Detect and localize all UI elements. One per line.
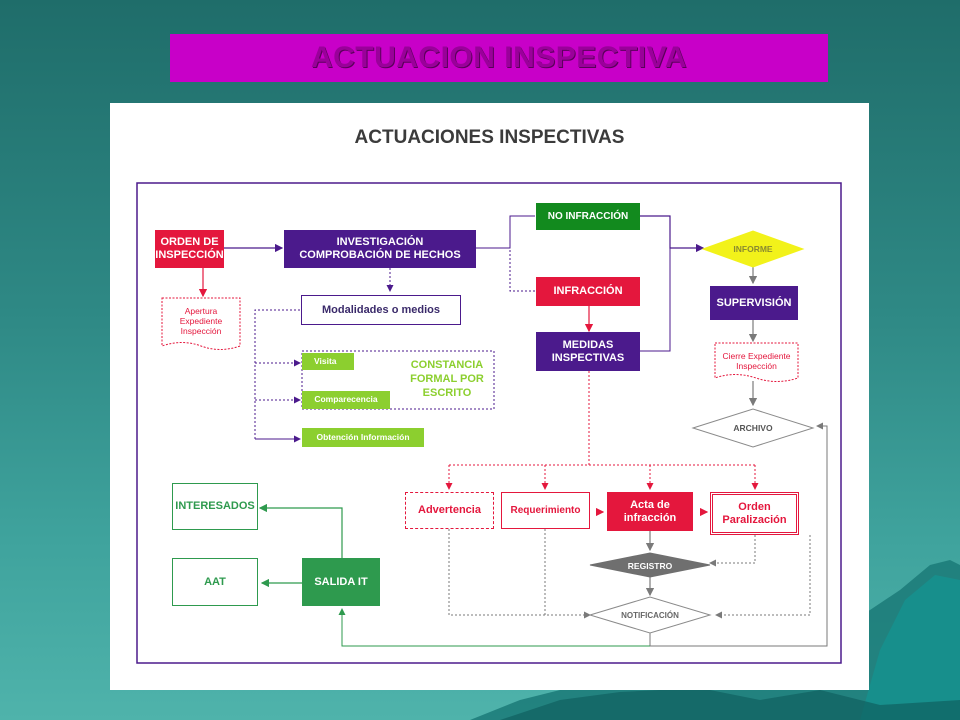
diagram-connectors bbox=[136, 182, 842, 664]
orden-inspeccion-line1: ORDEN DE bbox=[160, 236, 219, 249]
cierre-doc: Cierre Expediente Inspección bbox=[715, 351, 798, 371]
apertura-line2: Expediente bbox=[179, 316, 223, 327]
apertura-line1: Apertura bbox=[184, 306, 218, 316]
advertencia-box: Advertencia bbox=[405, 492, 494, 529]
cierre-line2: Inspección bbox=[736, 361, 777, 372]
visita-label: Visita bbox=[314, 355, 337, 366]
constancia-text: CONSTANCIA FORMAL POR ESCRITO bbox=[402, 359, 492, 400]
aat-box: AAT bbox=[172, 558, 258, 606]
comparecencia-label: Comparecencia bbox=[314, 394, 378, 405]
orden-inspeccion-line2: INSPECCIÓN bbox=[155, 249, 224, 261]
informe-label: INFORME bbox=[733, 244, 773, 254]
supervision-label: SUPERVISIÓN bbox=[716, 296, 792, 309]
apertura-line3: Inspección bbox=[180, 326, 222, 337]
cierre-line1: Cierre Expediente bbox=[722, 351, 791, 361]
constancia-line2: FORMAL POR bbox=[410, 372, 484, 385]
obtencion-box: Obtención Información bbox=[302, 428, 424, 447]
infraccion-box: INFRACCIÓN bbox=[536, 277, 640, 306]
apertura-doc: Apertura Expediente Inspección bbox=[162, 306, 240, 337]
medidas-line1: MEDIDAS bbox=[562, 338, 614, 351]
diagram-heading: ACTUACIONES INSPECTIVAS bbox=[354, 127, 625, 148]
orden-paralizacion-line1: Orden bbox=[738, 500, 771, 513]
acta-line2: infracción bbox=[623, 511, 677, 524]
advertencia-label: Advertencia bbox=[418, 504, 481, 517]
requerimiento-box: Requerimiento bbox=[501, 492, 590, 529]
investigacion-line2: COMPROBACIÓN DE HECHOS bbox=[299, 249, 461, 261]
interesados-box: INTERESADOS bbox=[172, 483, 258, 530]
supervision-box: SUPERVISIÓN bbox=[710, 286, 798, 320]
investigacion-line1: INVESTIGACIÓN bbox=[336, 236, 424, 249]
infraccion-label: INFRACCIÓN bbox=[553, 285, 623, 298]
requerimiento-label: Requerimiento bbox=[510, 504, 581, 516]
no-infraccion-box: NO INFRACCIÓN bbox=[536, 203, 640, 230]
archivo-label: ARCHIVO bbox=[733, 423, 773, 433]
salida-it-box: SALIDA IT bbox=[302, 558, 380, 606]
registro-label: REGISTRO bbox=[627, 561, 673, 571]
orden-paralizacion-line2: Paralización bbox=[722, 513, 787, 526]
constancia-line3: ESCRITO bbox=[422, 386, 472, 399]
interesados-label: INTERESADOS bbox=[175, 500, 255, 513]
modalidades-box: Modalidades o medios bbox=[301, 295, 461, 325]
notificacion-label: NOTIFICACIÓN bbox=[621, 611, 679, 620]
slide-title: ACTUACION INSPECTIVA bbox=[310, 41, 688, 74]
salida-it-label: SALIDA IT bbox=[314, 575, 368, 588]
medidas-line2: INSPECTIVAS bbox=[551, 351, 625, 364]
no-infraccion-label: NO INFRACCIÓN bbox=[547, 210, 629, 222]
diagram-panel: ACTUACIONES INSPECTIVAS bbox=[110, 103, 869, 690]
visita-box: Visita bbox=[302, 353, 354, 370]
slide-title-bar: ACTUACION INSPECTIVA bbox=[170, 34, 828, 82]
obtencion-label: Obtención Información bbox=[316, 431, 410, 442]
modalidades-label: Modalidades o medios bbox=[322, 303, 440, 316]
aat-label: AAT bbox=[204, 575, 226, 588]
acta-line1: Acta de bbox=[630, 498, 670, 511]
constancia-line1: CONSTANCIA bbox=[410, 359, 484, 371]
comparecencia-box: Comparecencia bbox=[302, 391, 390, 409]
